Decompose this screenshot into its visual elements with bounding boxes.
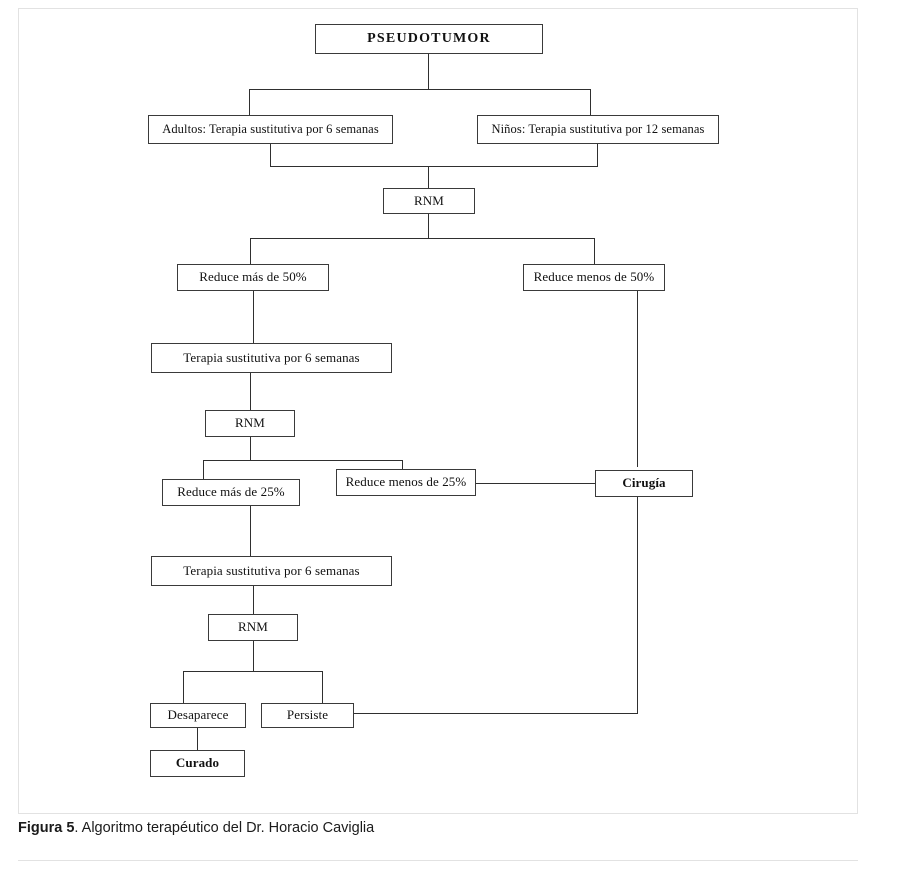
connector-rnm2-stem bbox=[250, 437, 252, 461]
node-reduce-menos-25: Reduce menos de 25% bbox=[336, 469, 476, 496]
connector-level2-merge-bus bbox=[270, 166, 598, 168]
connector-adultos-down bbox=[270, 144, 272, 167]
connector-reduce-menos-50-to-cirugia bbox=[637, 291, 639, 467]
connector-merge-to-rnm1 bbox=[428, 166, 430, 188]
connector-reduce-mas-50-down bbox=[253, 291, 255, 344]
connector-rnm1-bus bbox=[250, 238, 595, 240]
figure-caption-rest: . Algoritmo terapéutico del Dr. Horacio … bbox=[74, 820, 375, 836]
node-persiste: Persiste bbox=[261, 703, 354, 728]
node-reduce-mas-25: Reduce más de 25% bbox=[162, 479, 300, 506]
node-rnm-3: RNM bbox=[208, 614, 298, 641]
node-rnm-2: RNM bbox=[205, 410, 295, 437]
node-reduce-mas-50: Reduce más de 50% bbox=[177, 264, 329, 291]
node-pseudotumor: PSEUDOTUMOR bbox=[315, 24, 543, 54]
connector-drop-reduce-menos-25 bbox=[402, 460, 404, 469]
connector-terapia-b-down bbox=[253, 586, 255, 615]
node-desaparece: Desaparece bbox=[150, 703, 246, 728]
connector-rnm3-stem bbox=[253, 641, 255, 672]
node-cirugia: Cirugía bbox=[595, 470, 693, 497]
connector-desaparece-to-curado bbox=[197, 728, 199, 750]
connector-level1-bus bbox=[249, 89, 591, 91]
figure-caption-lead: Figura 5 bbox=[18, 820, 75, 836]
connector-ninos-down bbox=[597, 144, 599, 167]
node-reduce-menos-50: Reduce menos de 50% bbox=[523, 264, 665, 291]
node-rnm-1: RNM bbox=[383, 188, 475, 214]
connector-drop-persiste bbox=[322, 671, 324, 704]
connector-reduce-menos-25-to-cirugia bbox=[476, 483, 596, 485]
connector-drop-ninos bbox=[590, 89, 592, 116]
connector-rnm1-stem bbox=[428, 214, 430, 239]
bottom-divider bbox=[18, 860, 858, 861]
connector-rnm3-bus bbox=[183, 671, 323, 673]
connector-drop-adultos bbox=[249, 89, 251, 116]
node-terapia-6-semanas-b: Terapia sustitutiva por 6 semanas bbox=[151, 556, 392, 586]
connector-drop-reduce-mas-25 bbox=[203, 460, 205, 480]
connector-drop-reduce-menos-50 bbox=[594, 238, 596, 265]
connector-drop-desaparece bbox=[183, 671, 185, 704]
figure-caption: Figura 5. Algoritmo terapéutico del Dr. … bbox=[18, 820, 878, 836]
node-adultos: Adultos: Terapia sustitutiva por 6 seman… bbox=[148, 115, 393, 144]
flowchart-diagram: PSEUDOTUMOR Adultos: Terapia sustitutiva… bbox=[148, 24, 719, 777]
connector-pseudotumor-stem bbox=[428, 54, 430, 90]
connector-cirugia-down bbox=[637, 497, 639, 714]
node-ninos: Niños: Terapia sustitutiva por 12 semana… bbox=[477, 115, 719, 144]
node-curado: Curado bbox=[150, 750, 245, 777]
connector-terapia-a-down bbox=[250, 373, 252, 411]
connector-cirugia-to-persiste bbox=[354, 713, 638, 715]
connector-rnm2-bus bbox=[203, 460, 403, 462]
connector-drop-reduce-mas-50 bbox=[250, 238, 252, 265]
connector-reduce-mas-25-down bbox=[250, 506, 252, 556]
node-terapia-6-semanas-a: Terapia sustitutiva por 6 semanas bbox=[151, 343, 392, 373]
